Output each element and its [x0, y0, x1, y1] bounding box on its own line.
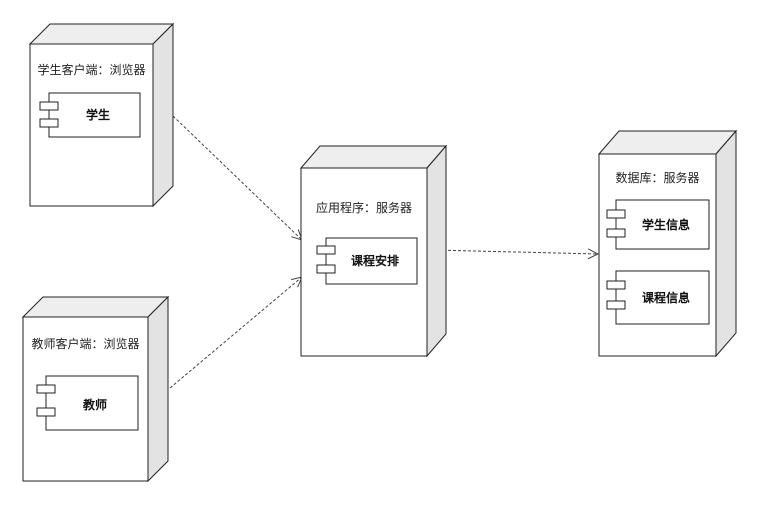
component-port-icon — [606, 209, 626, 219]
component-port-icon — [316, 264, 336, 274]
component-body — [615, 270, 710, 325]
node-app-server[interactable]: 应用程序：服务器 课程安排 — [299, 144, 448, 358]
component-port-icon — [36, 407, 56, 417]
connection-teacher-to-app — [169, 277, 302, 389]
component-label: 教师 — [82, 397, 107, 412]
node-label: 数据库：服务器 — [615, 170, 699, 185]
component-port-icon — [39, 118, 59, 128]
component-port-icon — [606, 300, 626, 310]
connection-student-to-app — [172, 115, 302, 240]
component-label: 学生 — [86, 107, 110, 122]
component-port-icon — [39, 101, 59, 111]
component-body — [615, 199, 710, 250]
component-label: 课程安排 — [351, 253, 399, 268]
node-top-face — [21, 296, 170, 318]
node-teacher-client[interactable]: 教师客户端：浏览器 教师 — [21, 295, 170, 483]
node-label: 学生客户端：浏览器 — [37, 62, 145, 77]
component-port-icon — [606, 228, 626, 238]
component-student-info[interactable]: 学生信息 — [606, 199, 710, 250]
node-student-client[interactable]: 学生客户端：浏览器 学生 — [28, 22, 175, 208]
node-label: 教师客户端：浏览器 — [31, 336, 139, 351]
component-port-icon — [316, 245, 336, 255]
node-top-face — [597, 130, 738, 155]
component-port-icon — [606, 280, 626, 290]
node-side-face — [426, 144, 447, 358]
node-top-face — [28, 23, 175, 45]
connection-app-to-database — [432, 250, 598, 254]
node-side-face — [152, 22, 174, 208]
node-side-face — [715, 129, 737, 358]
node-top-face — [299, 145, 448, 169]
component-body — [45, 375, 139, 431]
node-database[interactable]: 数据库：服务器 学生信息 课程信息 — [597, 129, 738, 358]
component-body — [325, 237, 418, 285]
component-label: 学生信息 — [642, 217, 690, 232]
component-body — [48, 92, 141, 138]
component-course-scheduling[interactable]: 课程安排 — [316, 237, 418, 285]
component-port-icon — [36, 384, 56, 394]
component-label: 课程信息 — [642, 290, 690, 305]
component-teacher[interactable]: 教师 — [36, 375, 139, 431]
node-label: 应用程序：服务器 — [316, 200, 412, 215]
component-course-info[interactable]: 课程信息 — [606, 270, 710, 325]
component-student[interactable]: 学生 — [39, 92, 141, 138]
node-side-face — [147, 295, 169, 483]
